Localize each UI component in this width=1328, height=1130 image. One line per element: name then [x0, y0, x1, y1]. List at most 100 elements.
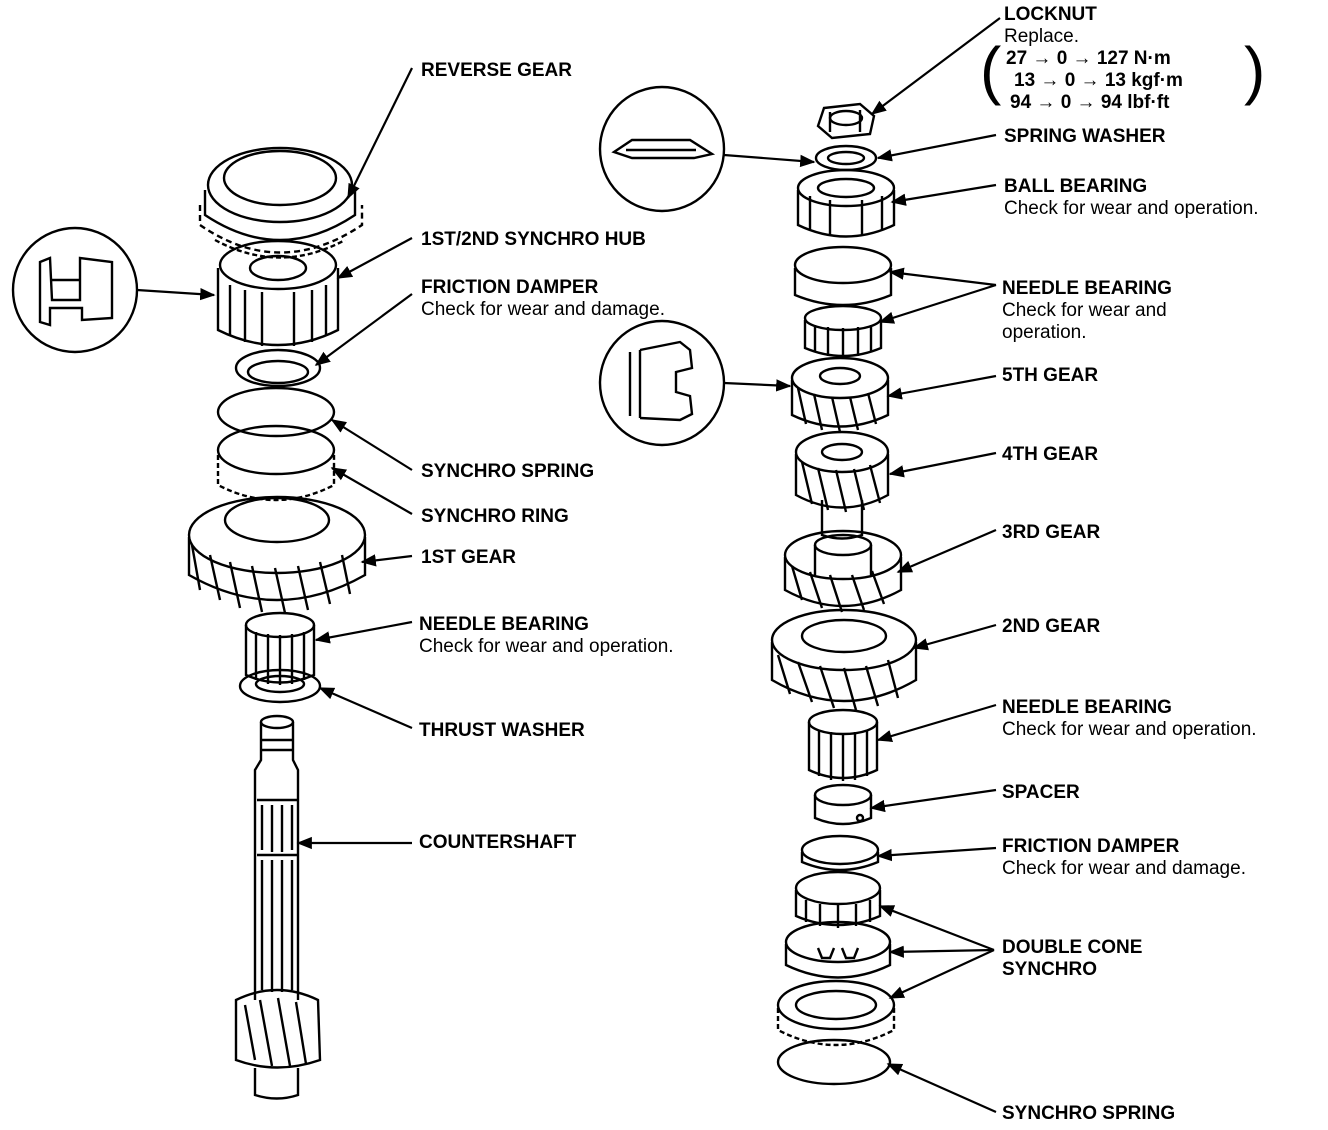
leader-first-gear: [360, 554, 413, 567]
label-fourth-gear: 4TH GEAR: [1002, 444, 1098, 466]
spacer-part: [813, 783, 873, 826]
label-double-cone-synchro: DOUBLE CONE SYNCHRO: [1002, 937, 1142, 981]
label-spring-washer: SPRING WASHER: [1004, 126, 1166, 148]
leader-synchro-spring: [330, 419, 413, 471]
label-needle-bearing-upper-note-2: operation.: [1002, 322, 1087, 343]
leader-locknut: [870, 17, 1001, 115]
leader-reverse-gear: [347, 67, 413, 200]
label-synchro-spring-left-title: SYNCHRO SPRING: [421, 461, 595, 482]
leader-spring-washer-detail: [723, 153, 816, 168]
label-friction-damper-left-note: Check for wear and damage.: [421, 299, 665, 320]
leader-third-gear: [896, 528, 997, 574]
label-countershaft: COUNTERSHAFT: [419, 832, 576, 854]
leader-thrust-washer: [318, 686, 413, 730]
leader-spacer: [869, 788, 997, 813]
label-locknut: LOCKNUT Replace. 27 → 0 → 127 N·m 13 → 0…: [1004, 4, 1183, 114]
double-cone-synchro-part: [776, 870, 896, 1047]
label-thrust-washer-title: THRUST WASHER: [419, 720, 585, 741]
label-synchro-ring-title: SYNCHRO RING: [421, 506, 569, 527]
leader-friction-damper: [314, 293, 413, 366]
leader-needle-bearing-upper-b: [878, 283, 997, 324]
label-double-cone-synchro-line-1: DOUBLE CONE: [1002, 937, 1143, 958]
label-synchro-hub-title: 1ST/2ND SYNCHRO HUB: [421, 229, 646, 250]
left-leader-lines: [136, 67, 413, 850]
label-friction-damper-left-title: FRICTION DAMPER: [421, 277, 599, 298]
fifth-gear-profile-detail-callout: [598, 319, 726, 447]
label-locknut-torque-nm: 27 → 0 → 127 N·m: [1006, 48, 1171, 69]
label-thrust-washer: THRUST WASHER: [419, 720, 585, 742]
leader-synchro-spring-right: [886, 1062, 997, 1114]
label-friction-damper-right: FRICTION DAMPER Check for wear and damag…: [1002, 836, 1246, 880]
second-gear-part: [770, 608, 918, 711]
label-ball-bearing: BALL BEARING Check for wear and operatio…: [1004, 176, 1259, 220]
leader-friction-damper-right: [876, 846, 997, 862]
label-needle-bearing-upper: NEEDLE BEARING Check for wear and operat…: [1002, 278, 1172, 344]
label-needle-bearing-left: NEEDLE BEARING Check for wear and operat…: [419, 614, 674, 658]
leader-hub-detail: [136, 287, 216, 301]
synchro-ring-part: [216, 424, 336, 502]
label-synchro-spring-right-title: SYNCHRO SPRING: [1002, 1103, 1176, 1124]
leader-needle-bearing-lower: [876, 703, 997, 742]
left-shaft-assembly: [187, 146, 367, 1100]
synchro-spring-part: [216, 386, 336, 438]
label-second-gear: 2ND GEAR: [1002, 616, 1100, 638]
label-third-gear-title: 3RD GEAR: [1002, 522, 1101, 543]
label-ball-bearing-title: BALL BEARING: [1004, 176, 1148, 197]
leader-double-cone-a: [878, 904, 995, 952]
label-spring-washer-title: SPRING WASHER: [1004, 126, 1166, 147]
label-ball-bearing-note: Check for wear and operation.: [1004, 198, 1259, 219]
ball-bearing-part: [796, 168, 896, 238]
spring-washer-part: [814, 144, 878, 172]
spring-washer-profile-detail-callout: [598, 85, 726, 213]
thrust-washer-part: [238, 668, 322, 704]
first-gear-part: [187, 495, 367, 614]
label-first-gear-title: 1ST GEAR: [421, 547, 517, 568]
leader-fifth-gear: [886, 374, 997, 400]
third-gear-part: [783, 529, 903, 613]
leader-synchro-ring: [330, 467, 413, 515]
locknut-part: [816, 102, 876, 140]
leader-ball-bearing: [890, 183, 997, 206]
fourth-gear-part: [794, 430, 890, 540]
label-needle-bearing-lower-title: NEEDLE BEARING: [1002, 697, 1172, 718]
friction-damper-right-part: [800, 834, 880, 872]
torque-bracket-left: (: [980, 34, 1002, 106]
needle-bearing-lower-part: [807, 708, 879, 781]
friction-damper-part: [234, 348, 322, 388]
label-fourth-gear-title: 4TH GEAR: [1002, 444, 1099, 465]
label-locknut-torque-kgfm: 13 → 0 → 13 kgf·m: [1014, 70, 1183, 91]
synchro-hub-part: [216, 239, 340, 347]
leader-synchro-hub: [336, 237, 413, 279]
needle-bearing-upper-part: [793, 245, 893, 307]
label-synchro-spring-left: SYNCHRO SPRING: [421, 461, 594, 483]
right-leader-lines: [723, 17, 1001, 1114]
hub-profile-detail-callout: [11, 226, 139, 354]
label-synchro-hub: 1ST/2ND SYNCHRO HUB: [421, 229, 646, 251]
label-synchro-spring-right: SYNCHRO SPRING: [1002, 1103, 1175, 1125]
label-needle-bearing-left-title: NEEDLE BEARING: [419, 614, 589, 635]
leader-needle-bearing-upper-a: [888, 267, 997, 287]
label-reverse-gear-title: REVERSE GEAR: [421, 60, 572, 81]
label-friction-damper-right-title: FRICTION DAMPER: [1002, 836, 1180, 857]
label-locknut-torque-lbfft: 94 → 0 → 94 lbf·ft: [1010, 92, 1170, 113]
right-shaft-assembly: [770, 102, 918, 1086]
needle-bearing-upper-cage: [803, 304, 883, 358]
label-reverse-gear: REVERSE GEAR: [421, 60, 572, 82]
label-needle-bearing-upper-title: NEEDLE BEARING: [1002, 278, 1172, 299]
torque-bracket-right: ): [1244, 34, 1266, 106]
leader-double-cone-b: [888, 945, 995, 958]
fifth-gear-part: [790, 356, 890, 433]
leader-spring-washer: [876, 133, 997, 162]
label-spacer-title: SPACER: [1002, 782, 1080, 803]
synchro-spring-right-part: [776, 1038, 892, 1086]
label-double-cone-synchro-line-2: SYNCHRO: [1002, 959, 1098, 980]
label-first-gear: 1ST GEAR: [421, 547, 516, 569]
label-friction-damper-right-note: Check for wear and damage.: [1002, 858, 1246, 879]
label-second-gear-title: 2ND GEAR: [1002, 616, 1101, 637]
label-needle-bearing-lower-note: Check for wear and operation.: [1002, 719, 1257, 740]
label-fifth-gear: 5TH GEAR: [1002, 365, 1098, 387]
label-needle-bearing-lower: NEEDLE BEARING Check for wear and operat…: [1002, 697, 1257, 741]
leader-fifth-gear-detail: [723, 379, 792, 392]
label-locknut-note: Replace.: [1004, 26, 1079, 47]
